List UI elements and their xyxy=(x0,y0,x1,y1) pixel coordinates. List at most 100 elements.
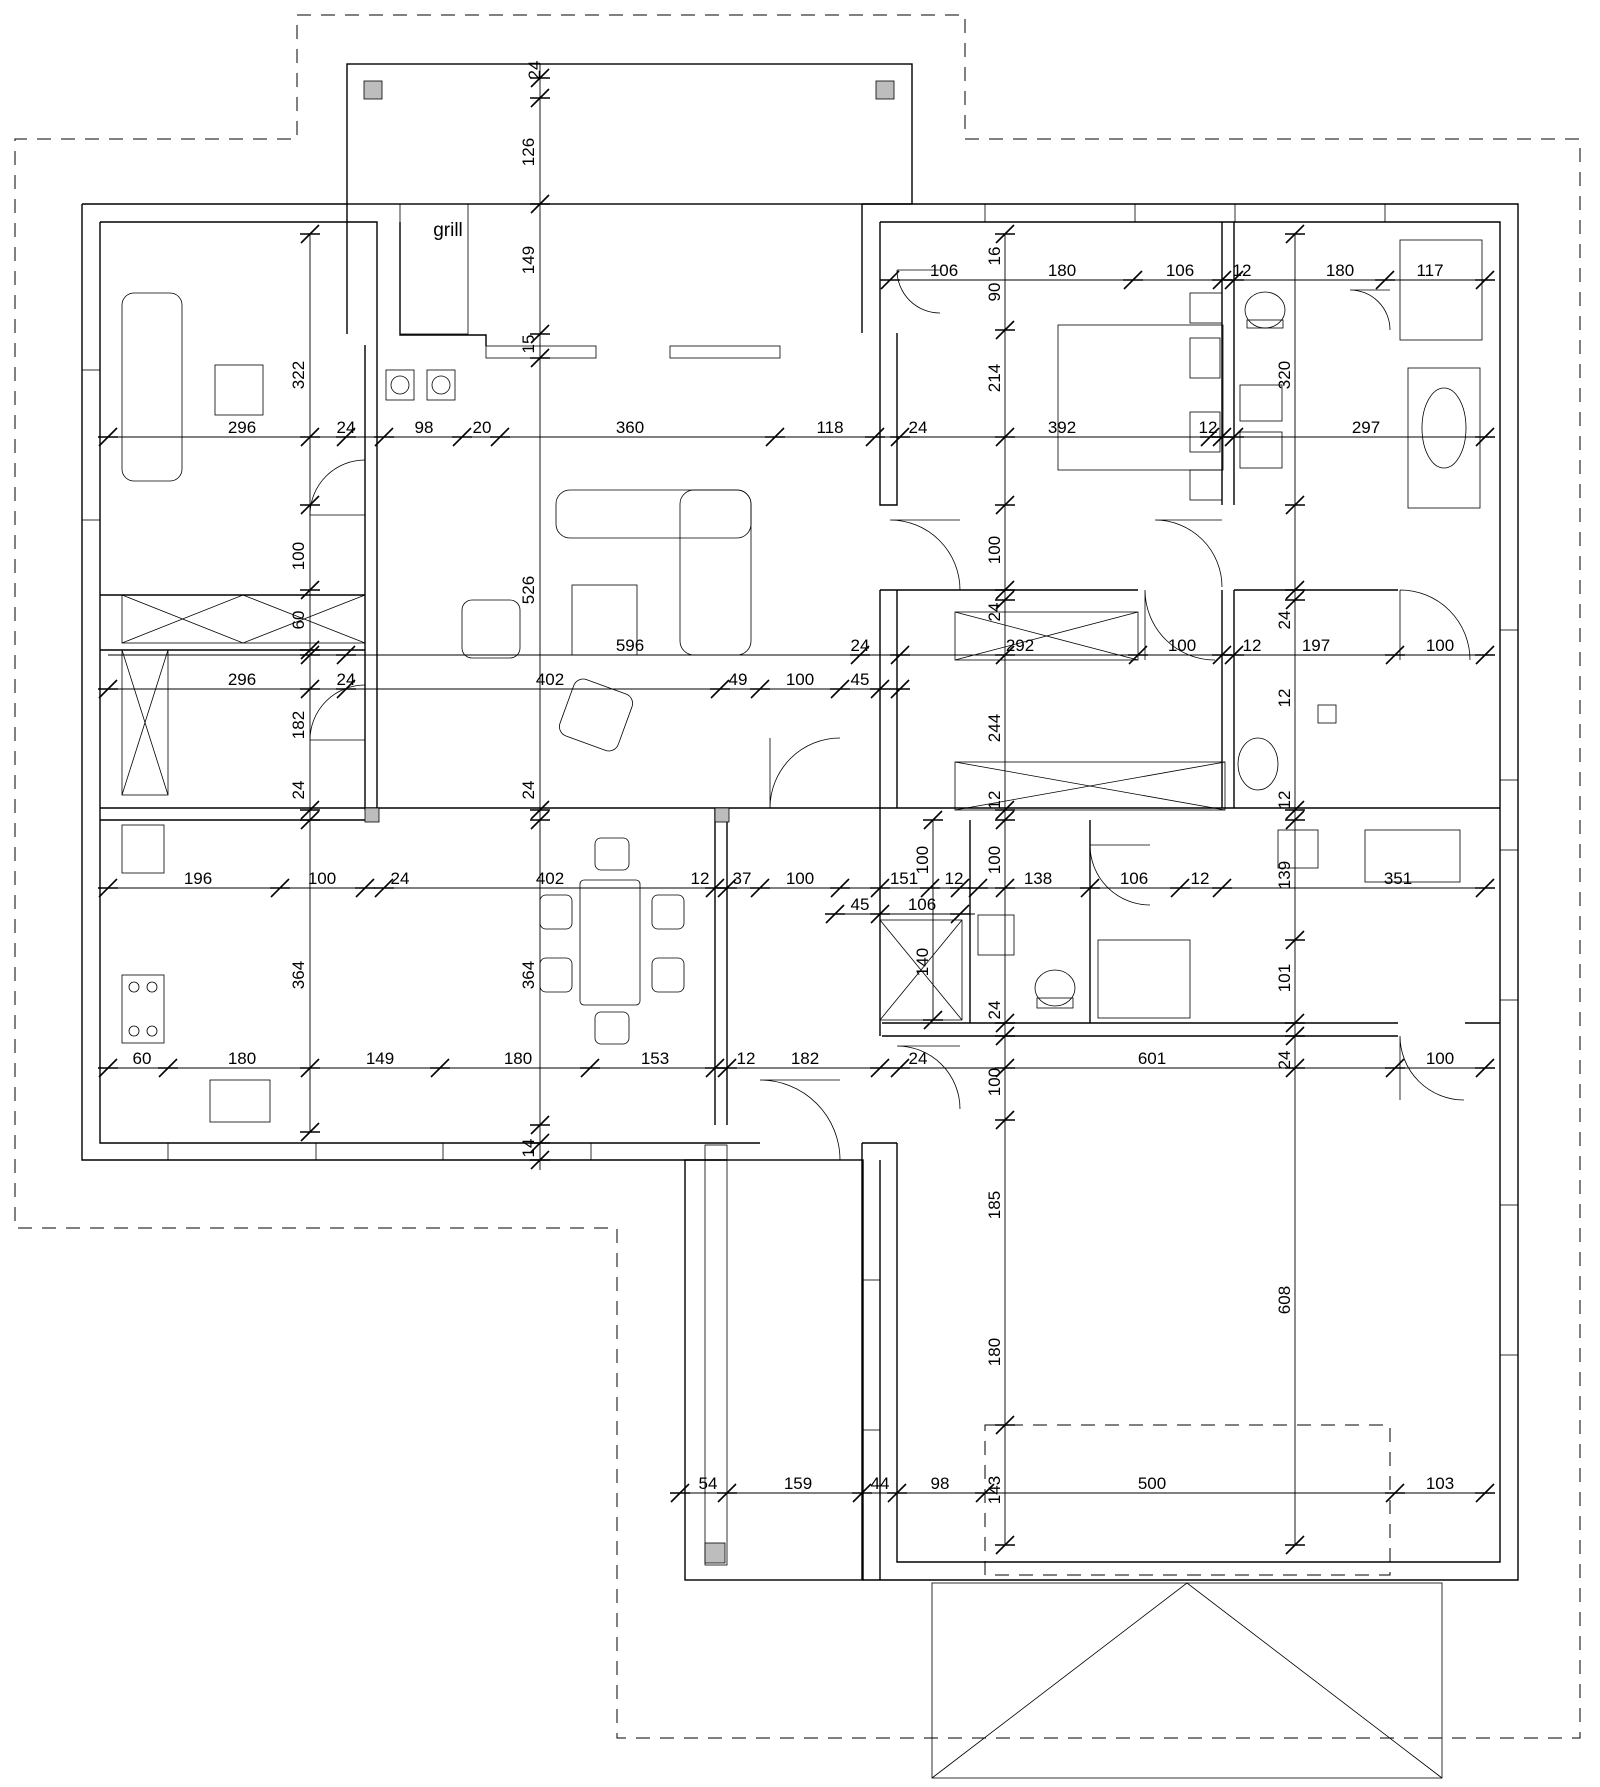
dim-label: 106 xyxy=(1166,261,1194,280)
dim-label: 101 xyxy=(1275,964,1294,992)
dim-label: 49 xyxy=(729,670,748,689)
stove-icon xyxy=(121,824,165,1044)
dim-label: 500 xyxy=(1138,1474,1166,1493)
dim-label: 24 xyxy=(985,1001,1004,1020)
dim-label: 180 xyxy=(1048,261,1076,280)
dim-label: 526 xyxy=(519,576,538,604)
dim-label: 12 xyxy=(1199,418,1218,437)
dim-label: 100 xyxy=(308,869,336,888)
dim-label: 100 xyxy=(786,670,814,689)
dim-label: 138 xyxy=(1024,869,1052,888)
interior-walls xyxy=(100,222,1500,1580)
dim-label: 100 xyxy=(289,542,308,570)
dim-label: 296 xyxy=(228,670,256,689)
dim-label: 24 xyxy=(909,1049,928,1068)
dim-label: 60 xyxy=(133,1049,152,1068)
dim-label: 196 xyxy=(184,869,212,888)
dim-label: 180 xyxy=(985,1338,1004,1366)
dim-label: 214 xyxy=(985,364,1004,392)
dim-label: 149 xyxy=(519,246,538,274)
dim-label: 24 xyxy=(851,636,870,655)
dim-label: 54 xyxy=(699,1474,718,1493)
dim-label: 151 xyxy=(890,869,918,888)
dim-label: 320 xyxy=(1275,361,1294,389)
outer-walls xyxy=(81,203,1519,1581)
dim-label: 292 xyxy=(1006,636,1034,655)
dim-label: 16 xyxy=(985,247,1004,266)
dim-label: 45 xyxy=(851,895,870,914)
sofa-icon xyxy=(121,292,752,656)
dim-label: 24 xyxy=(1275,611,1294,630)
dim-label: 180 xyxy=(504,1049,532,1068)
dim-label: 402 xyxy=(536,670,564,689)
dim-label: 12 xyxy=(1275,689,1294,708)
dim-label: 37 xyxy=(733,869,752,888)
dim-label: 24 xyxy=(337,670,356,689)
dim-label: 12 xyxy=(1243,636,1262,655)
dim-label: 100 xyxy=(1168,636,1196,655)
roof-outline xyxy=(14,14,1581,1739)
dim-label: 297 xyxy=(1352,418,1380,437)
dim-label: 60 xyxy=(289,611,308,630)
dim-label: 12 xyxy=(1275,791,1294,810)
dim-label: 24 xyxy=(289,781,308,800)
grill-label: grill xyxy=(433,220,463,241)
dim-label: 100 xyxy=(985,1068,1004,1096)
dim-label: 140 xyxy=(913,948,932,976)
dim-label: 100 xyxy=(1426,1049,1454,1068)
dim-label: 90 xyxy=(985,283,1004,302)
dim-label: 244 xyxy=(985,714,1004,742)
dim-label: 14 xyxy=(519,1139,538,1158)
dim-label: 182 xyxy=(791,1049,819,1068)
dim-label: 24 xyxy=(985,603,1004,622)
dim-label: 20 xyxy=(473,418,492,437)
dim-label: 364 xyxy=(289,961,308,989)
dim-label: 106 xyxy=(908,895,936,914)
armchair-icon xyxy=(461,599,633,752)
dim-label: 149 xyxy=(366,1049,394,1068)
cabinet-icon xyxy=(121,594,1461,1019)
dim-label: 126 xyxy=(519,138,538,166)
sink-icon xyxy=(209,384,1319,1123)
dim-label: 153 xyxy=(641,1049,669,1068)
dim-label: 100 xyxy=(985,536,1004,564)
dimension-labels: 24 126 149 15 322 296 24 98 20 360 118 2… xyxy=(133,61,1455,1505)
dim-label: 182 xyxy=(289,711,308,739)
dim-label: 360 xyxy=(616,418,644,437)
dim-label: 143 xyxy=(985,1476,1004,1504)
dim-label: 100 xyxy=(1426,636,1454,655)
bathtub-icon xyxy=(1399,239,1483,509)
dim-label: 608 xyxy=(1275,1286,1294,1314)
bed-icon xyxy=(1057,292,1224,501)
dim-label: 601 xyxy=(1138,1049,1166,1068)
dim-label: 159 xyxy=(784,1474,812,1493)
dim-label: 197 xyxy=(1302,636,1330,655)
dim-label: 98 xyxy=(415,418,434,437)
dim-label: 100 xyxy=(786,869,814,888)
dim-label: 12 xyxy=(1191,869,1210,888)
dim-label: 364 xyxy=(519,961,538,989)
dim-label: 117 xyxy=(1416,261,1443,280)
dim-label: 322 xyxy=(289,361,308,389)
terrace-south xyxy=(684,1144,864,1581)
dimension-ticks xyxy=(98,68,1495,1555)
dim-label: 106 xyxy=(930,261,958,280)
dim-label: 351 xyxy=(1384,869,1412,888)
dim-label: 24 xyxy=(337,418,356,437)
dim-label: 185 xyxy=(985,1191,1004,1219)
dim-label: 12 xyxy=(985,791,1004,810)
dim-label: 45 xyxy=(851,670,870,689)
dim-label: 118 xyxy=(816,418,843,437)
dim-label: 106 xyxy=(1120,869,1148,888)
dim-label: 24 xyxy=(1275,1051,1294,1070)
dim-label: 103 xyxy=(1426,1474,1454,1493)
dim-label: 24 xyxy=(909,418,928,437)
dim-label: 12 xyxy=(945,869,964,888)
washing-machine-icon xyxy=(385,369,456,401)
dim-label: 12 xyxy=(737,1049,756,1068)
dim-label: 139 xyxy=(1275,861,1294,889)
toilet-icon xyxy=(1034,291,1286,1009)
dim-label: 12 xyxy=(691,869,710,888)
shower-icon xyxy=(879,704,1337,1021)
